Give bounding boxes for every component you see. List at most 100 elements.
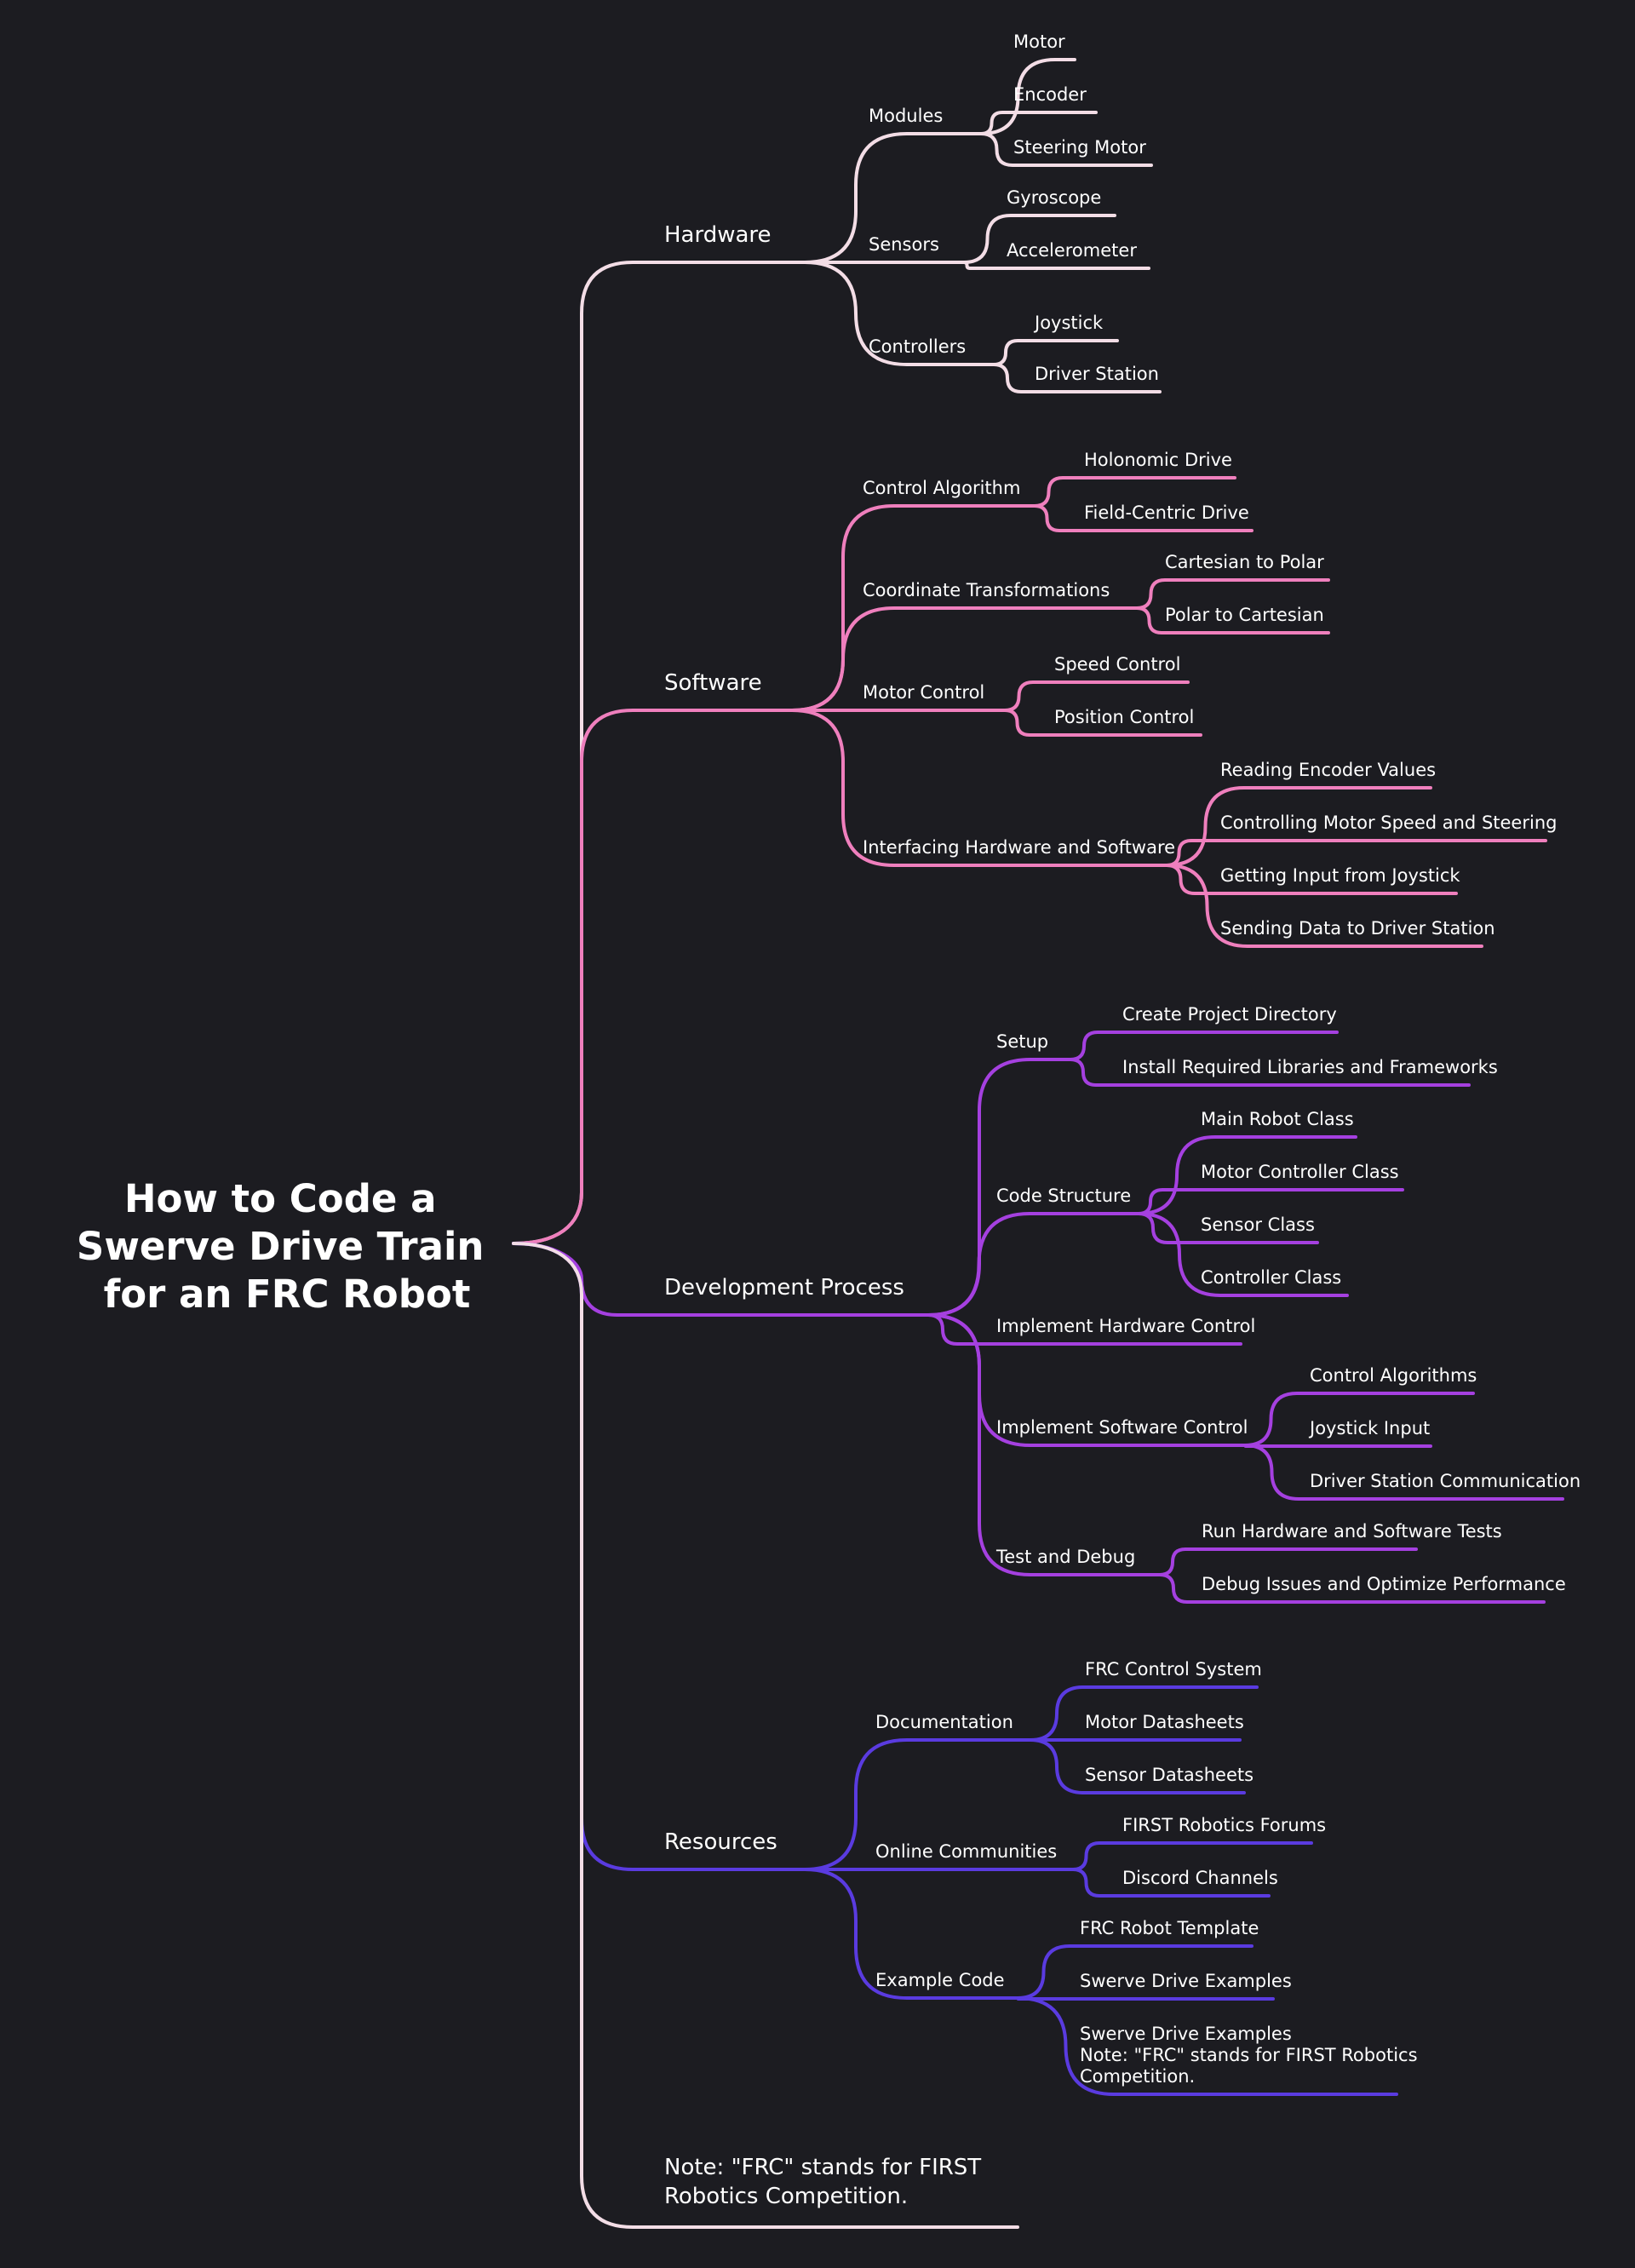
node-label-documentation-line-1: Documentation — [875, 1712, 1013, 1732]
leaf-label-sending-data-to-driver-station-4-line-1: Sending Data to Driver Station — [1220, 918, 1495, 939]
leaf-label-discord-channels-2-line-1: Discord Channels — [1122, 1868, 1278, 1888]
node-label-implement-software-line-1: Implement Software Control — [996, 1417, 1248, 1438]
leaf-label-control-algorithms-1-line-1: Control Algorithms — [1310, 1365, 1477, 1386]
branch-label-resources-line-1: Resources — [664, 1829, 777, 1855]
branch-label-resources: Resources — [664, 1829, 777, 1855]
node-label-implement-hardware: Implement Hardware Control — [996, 1316, 1255, 1336]
leaf-label-driver-station-communication-3-line-1: Driver Station Communication — [1310, 1471, 1580, 1491]
edge-coordinate-transformations — [790, 606, 1139, 712]
edge-online-communities-2 — [1071, 1868, 1271, 1898]
branch-label-development-process-line-1: Development Process — [664, 1275, 904, 1301]
edge-controllers-2 — [992, 363, 1162, 393]
leaf-label-sending-data-to-driver-station-4: Sending Data to Driver Station — [1220, 918, 1495, 939]
edge-implement-software-1 — [1243, 1392, 1475, 1447]
node-label-modules: Modules — [869, 106, 943, 126]
leaf-label-position-control-2: Position Control — [1054, 707, 1194, 727]
node-label-motor-control: Motor Control — [863, 682, 984, 703]
root-title-line-2: Swerve Drive Train — [77, 1224, 484, 1269]
node-label-motor-control-line-1: Motor Control — [863, 682, 984, 703]
leaf-label-field-centric-drive-2-line-1: Field-Centric Drive — [1084, 502, 1249, 523]
edge-test-debug-2 — [1158, 1573, 1546, 1604]
node-label-code-structure: Code Structure — [996, 1186, 1131, 1206]
edge-interfacing — [790, 709, 1168, 867]
branch-label-development-process: Development Process — [664, 1275, 904, 1301]
leaf-label-holonomic-drive-1-line-1: Holonomic Drive — [1084, 450, 1232, 470]
leaf-label-frc-robot-template-1: FRC Robot Template — [1080, 1918, 1259, 1938]
node-label-implement-hardware-line-1: Implement Hardware Control — [996, 1316, 1255, 1336]
leaf-label-getting-input-from-joystick-3-line-1: Getting Input from Joystick — [1220, 865, 1460, 886]
edge-controllers-1 — [992, 339, 1119, 366]
leaf-label-reading-encoder-values-1: Reading Encoder Values — [1220, 760, 1436, 780]
branch-label-hardware: Hardware — [664, 222, 772, 248]
leaf-label-joystick-input-2-line-1: Joystick Input — [1308, 1418, 1430, 1438]
node-label-setup-line-1: Setup — [996, 1031, 1048, 1052]
leaf-label-motor-1-line-1: Motor — [1013, 32, 1065, 52]
edge-example-code — [803, 1868, 1019, 2000]
leaf-label-joystick-input-2: Joystick Input — [1308, 1418, 1430, 1438]
node-label-coordinate-transformations: Coordinate Transformations — [863, 580, 1110, 600]
leaf-label-motor-datasheets-2-line-1: Motor Datasheets — [1085, 1712, 1244, 1732]
node-label-sensors: Sensors — [869, 234, 939, 255]
leaf-label-reading-encoder-values-1-line-1: Reading Encoder Values — [1220, 760, 1436, 780]
leaf-label-sensor-datasheets-3-line-1: Sensor Datasheets — [1085, 1765, 1254, 1785]
branch-edge-software — [512, 709, 794, 1245]
leaf-label-first-robotics-forums-1: FIRST Robotics Forums — [1122, 1815, 1326, 1835]
leaf-label-sensor-class-3: Sensor Class — [1201, 1214, 1315, 1235]
node-label-interfacing-line-1: Interfacing Hardware and Software — [863, 837, 1175, 858]
leaf-label-swerve-drive-examples-note-frc-stands-fo-3-line-3: Competition. — [1080, 2066, 1195, 2087]
edge-code-structure-1 — [1137, 1135, 1357, 1215]
leaf-label-position-control-2-line-1: Position Control — [1054, 707, 1194, 727]
edge-test-debug — [926, 1313, 1162, 1576]
edge-control-algorithm-2 — [1033, 504, 1254, 532]
branch-label-software: Software — [664, 670, 762, 696]
leaf-label-speed-control-1-line-1: Speed Control — [1054, 654, 1180, 675]
node-label-control-algorithm-line-1: Control Algorithm — [863, 478, 1020, 498]
leaf-label-discord-channels-2: Discord Channels — [1122, 1868, 1278, 1888]
leaf-label-create-project-directory-1: Create Project Directory — [1122, 1004, 1337, 1025]
leaf-label-create-project-directory-1-line-1: Create Project Directory — [1122, 1004, 1337, 1025]
leaf-label-joystick-1: Joystick — [1033, 313, 1104, 333]
node-label-sensors-line-1: Sensors — [869, 234, 939, 255]
node-label-setup: Setup — [996, 1031, 1048, 1052]
leaf-label-polar-to-cartesian-2: Polar to Cartesian — [1165, 605, 1324, 625]
edge-online-communities-1 — [1071, 1841, 1313, 1871]
node-label-test-debug: Test and Debug — [995, 1547, 1135, 1567]
edge-code-structure — [926, 1212, 1140, 1317]
leaf-label-motor-datasheets-2: Motor Datasheets — [1085, 1712, 1244, 1732]
edge-example-code-2 — [1016, 1996, 1275, 2001]
node-label-documentation: Documentation — [875, 1712, 1013, 1732]
leaf-label-driver-station-2: Driver Station — [1035, 364, 1159, 384]
leaf-label-swerve-drive-examples-note-frc-stands-fo-3-line-1: Swerve Drive Examples — [1080, 2024, 1292, 2044]
leaf-label-install-required-libraries-and-framework-2: Install Required Libraries and Framework… — [1122, 1057, 1498, 1077]
edge-implement-software-2 — [1243, 1444, 1432, 1448]
leaf-label-controller-class-4: Controller Class — [1201, 1267, 1341, 1288]
leaf-label-debug-issues-and-optimize-performance-2: Debug Issues and Optimize Performance — [1202, 1574, 1566, 1594]
leaf-label-first-robotics-forums-1-line-1: FIRST Robotics Forums — [1122, 1815, 1326, 1835]
edge-interfacing-4 — [1165, 864, 1483, 948]
leaf-label-getting-input-from-joystick-3: Getting Input from Joystick — [1220, 865, 1460, 886]
edge-control-algorithm-1 — [1033, 476, 1236, 508]
leaf-label-steering-motor-3: Steering Motor — [1013, 137, 1146, 158]
leaf-label-gyroscope-1-line-1: Gyroscope — [1007, 187, 1101, 208]
leaf-label-holonomic-drive-1: Holonomic Drive — [1084, 450, 1232, 470]
leaf-label-polar-to-cartesian-2-line-1: Polar to Cartesian — [1165, 605, 1324, 625]
leaf-label-controlling-motor-speed-and-steering-2: Controlling Motor Speed and Steering — [1220, 812, 1557, 833]
leaf-label-control-algorithms-1: Control Algorithms — [1310, 1365, 1477, 1386]
leaf-label-swerve-drive-examples-2: Swerve Drive Examples — [1080, 1971, 1292, 1991]
leaf-label-swerve-drive-examples-note-frc-stands-fo-3-line-2: Note: "FRC" stands for FIRST Robotics — [1080, 2045, 1418, 2065]
leaf-label-install-required-libraries-and-framework-2-line-1: Install Required Libraries and Framework… — [1122, 1057, 1498, 1077]
leaf-label-joystick-1-line-1: Joystick — [1033, 313, 1104, 333]
edge-documentation-3 — [1029, 1738, 1246, 1794]
node-label-example-code: Example Code — [875, 1970, 1005, 1990]
leaf-label-driver-station-2-line-1: Driver Station — [1035, 364, 1159, 384]
branch-label-software-line-1: Software — [664, 670, 762, 696]
node-labels: How to Code a Swerve Drive Train for an … — [77, 32, 1580, 2209]
branch-label-note-line-1: Note: "FRC" stands for FIRST — [664, 2155, 981, 2180]
leaf-label-encoder-2: Encoder — [1013, 84, 1087, 105]
leaf-label-accelerometer-2-line-1: Accelerometer — [1007, 240, 1137, 261]
edge-motor-control-1 — [1003, 680, 1190, 712]
node-label-example-code-line-1: Example Code — [875, 1970, 1005, 1990]
edge-setup-1 — [1069, 1031, 1339, 1061]
edge-setup-2 — [1069, 1058, 1471, 1087]
